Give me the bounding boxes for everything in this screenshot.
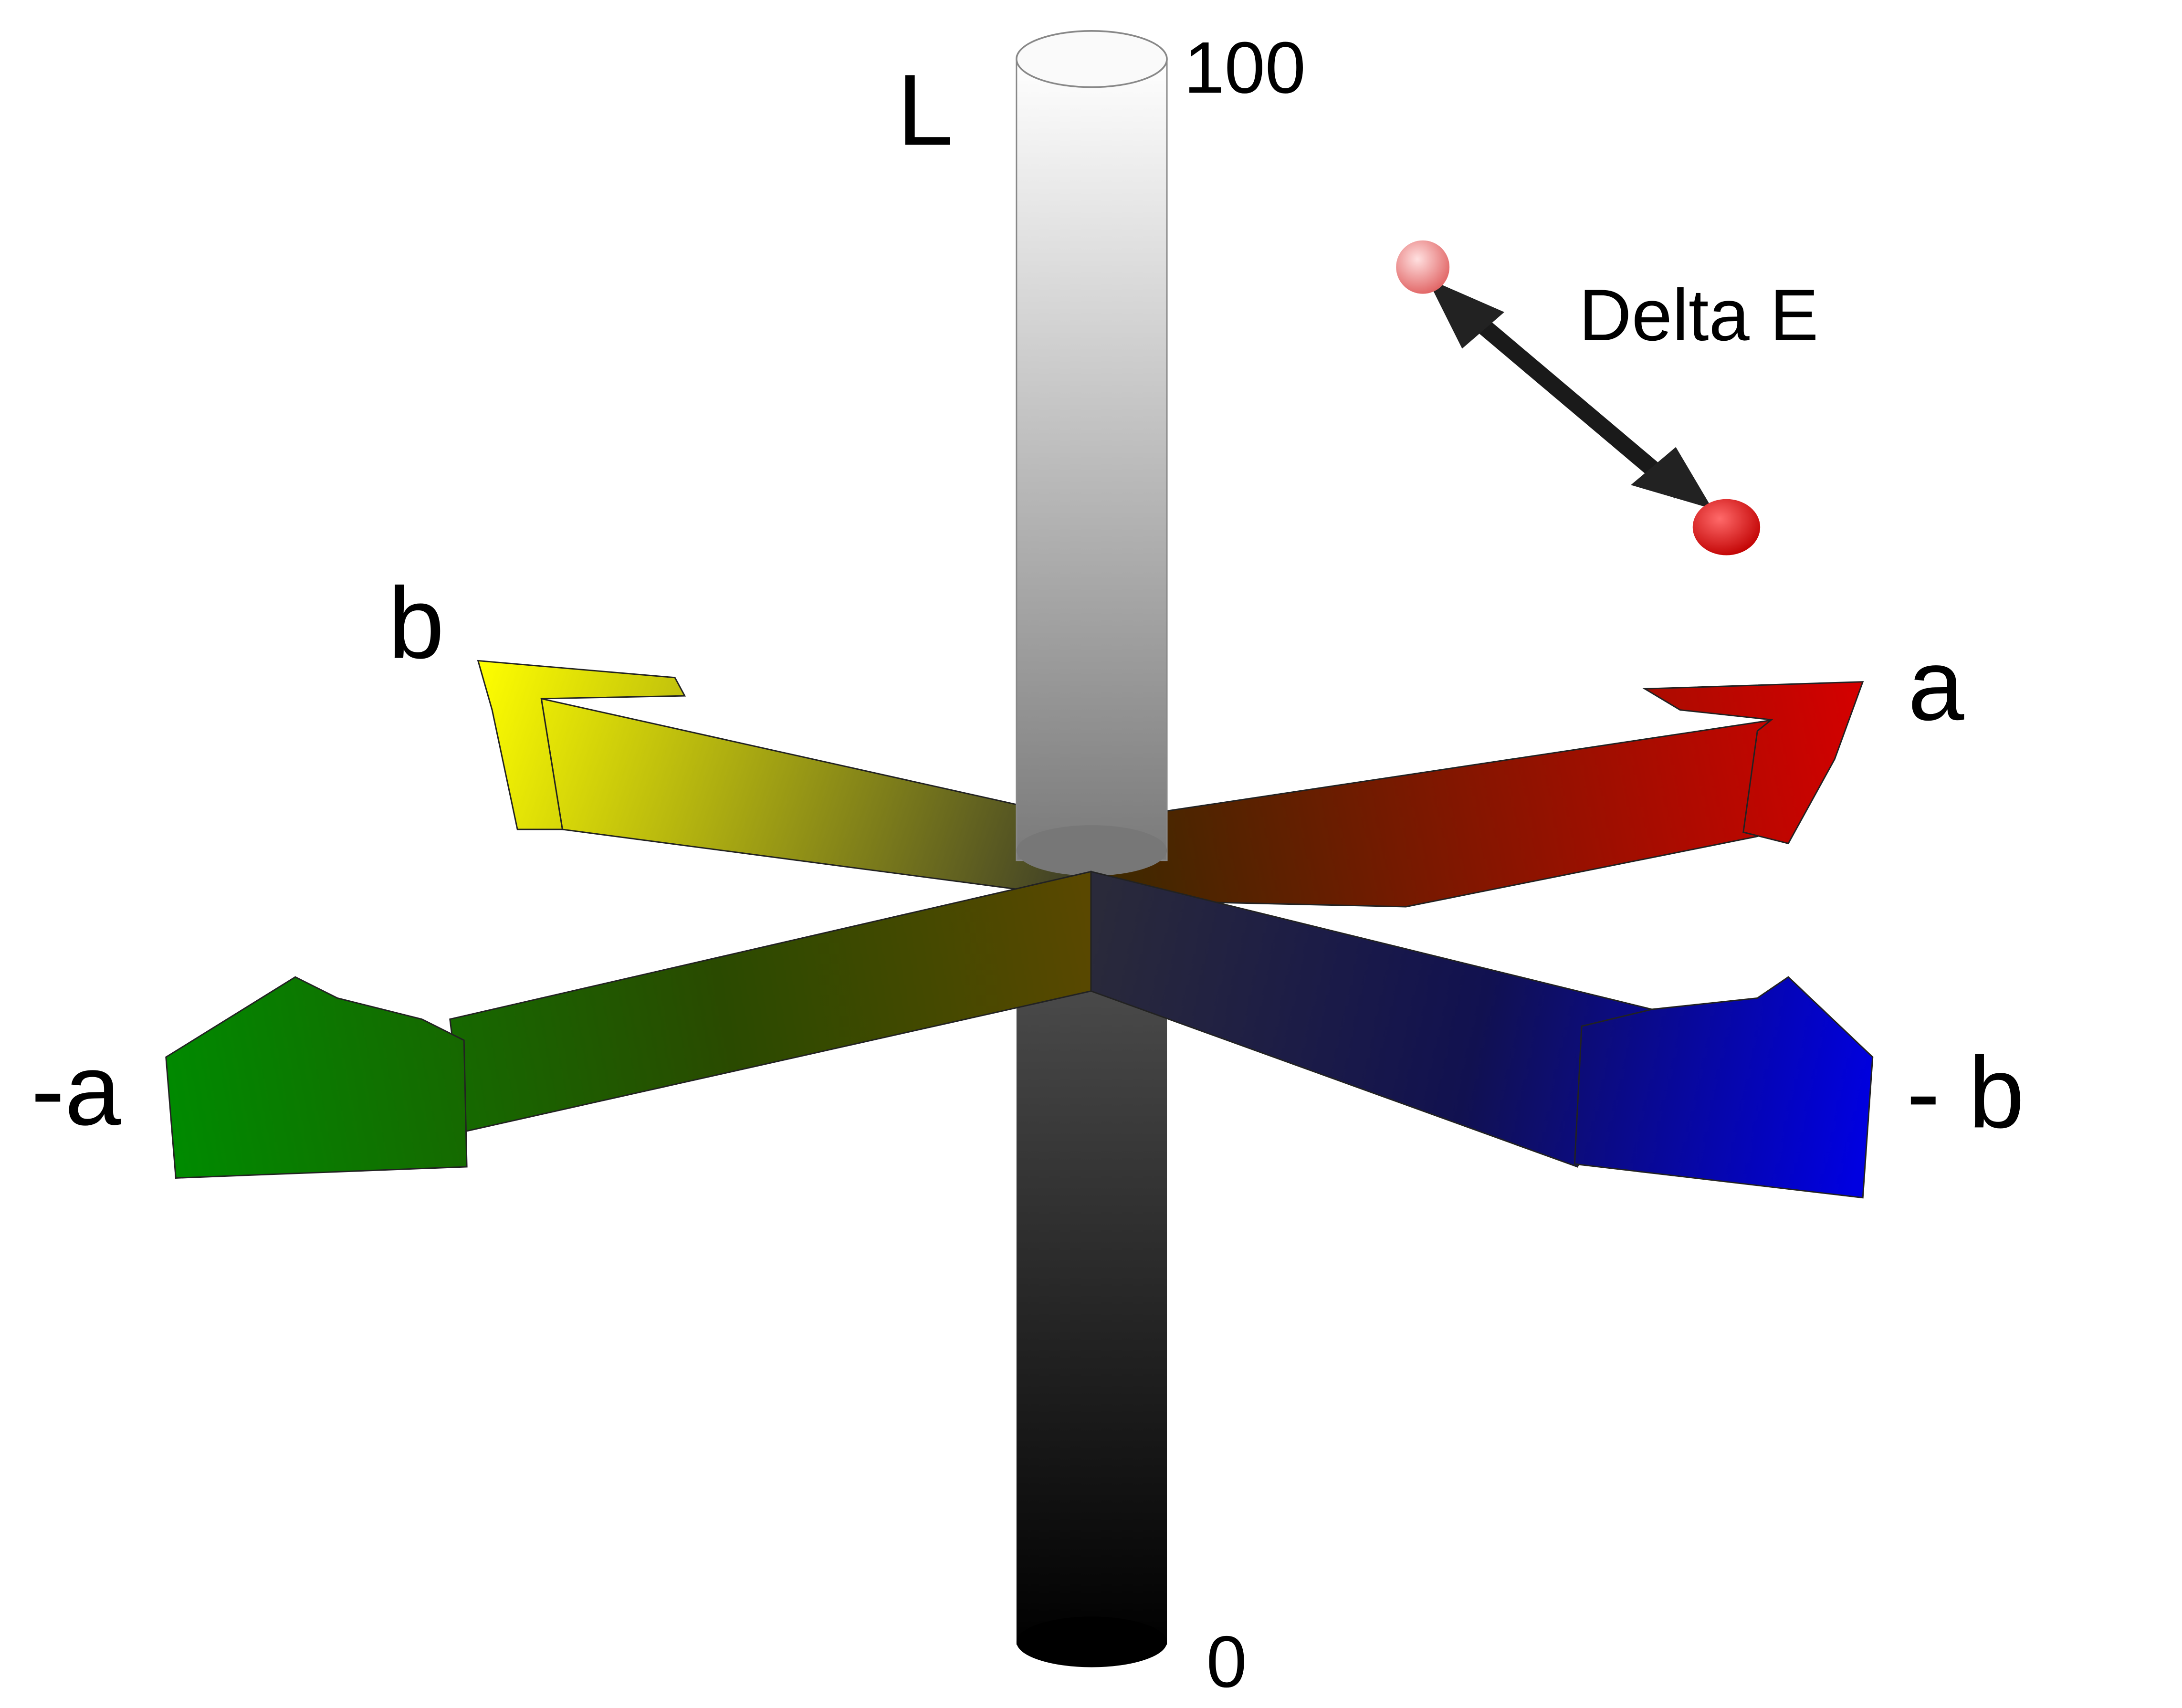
label-0: 0 bbox=[1206, 1621, 1247, 1703]
negative-a-arrow bbox=[165, 870, 1092, 1179]
label-negative-b: - b bbox=[1906, 1036, 2025, 1149]
arrowhead-upper bbox=[1427, 278, 1505, 349]
delta-e-indicator bbox=[1396, 240, 1761, 555]
arrowhead-lower bbox=[1631, 447, 1712, 509]
label-negative-a: -a bbox=[31, 1033, 121, 1146]
delta-e-point-start bbox=[1396, 240, 1450, 294]
label-l: L bbox=[897, 53, 953, 166]
label-100: 100 bbox=[1184, 27, 1306, 108]
positive-b-arrow bbox=[477, 660, 1098, 901]
lightness-axis-cylinder bbox=[1016, 30, 1168, 1667]
delta-e-point-end bbox=[1692, 499, 1761, 555]
negative-b-arrow bbox=[1090, 870, 1874, 1199]
label-b: b bbox=[388, 566, 444, 680]
positive-a-arrow bbox=[1090, 681, 1864, 908]
label-delta-e: Delta E bbox=[1579, 274, 1818, 356]
label-a: a bbox=[1908, 628, 1964, 741]
